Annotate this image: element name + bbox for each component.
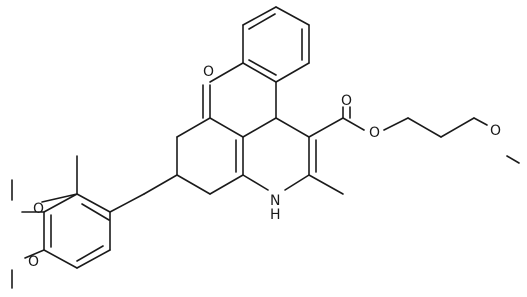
bond	[440, 117, 475, 138]
bond	[248, 13, 276, 30]
ester-carbonyl-oxygen-label: O	[341, 93, 352, 109]
bond	[209, 174, 244, 195]
bond	[242, 117, 277, 138]
bond	[109, 193, 145, 213]
methoxyethyl-oxygen-label: O	[490, 123, 501, 139]
bond	[81, 203, 110, 221]
ketone-oxygen-label: O	[203, 64, 214, 80]
bond	[41, 193, 78, 203]
bond	[76, 245, 104, 262]
bonds	[11, 6, 520, 289]
bond	[24, 249, 45, 259]
bond	[176, 117, 211, 138]
ring-nitrogen-label: N H	[270, 193, 285, 223]
ring-nitrogen-hydrogen: N	[270, 193, 280, 209]
bond	[43, 193, 78, 213]
bond	[76, 193, 111, 213]
bond	[473, 117, 488, 126]
bond	[242, 62, 277, 83]
bond	[342, 117, 365, 131]
bond	[43, 249, 78, 269]
bond	[248, 59, 277, 76]
bond	[284, 174, 310, 191]
bond	[242, 6, 277, 26]
ester-ether-oxygen-label: O	[369, 125, 380, 141]
bond	[176, 174, 211, 195]
bond	[275, 6, 310, 26]
bond	[308, 117, 344, 138]
methoxy-oxygen-3-label: O	[33, 201, 44, 217]
bond	[383, 117, 409, 131]
atom-labels: O O O O O O N H	[28, 64, 501, 270]
bond	[308, 174, 344, 195]
ring-nitrogen-atom: H	[270, 207, 281, 223]
methoxy-oxygen-4-label: O	[28, 254, 39, 270]
bond	[242, 174, 269, 191]
bond	[407, 117, 442, 138]
bond	[506, 155, 520, 164]
bond	[275, 117, 310, 138]
bond	[209, 62, 244, 83]
bond	[209, 117, 244, 138]
bond	[143, 174, 178, 195]
bond	[76, 249, 111, 269]
bond	[275, 62, 310, 83]
